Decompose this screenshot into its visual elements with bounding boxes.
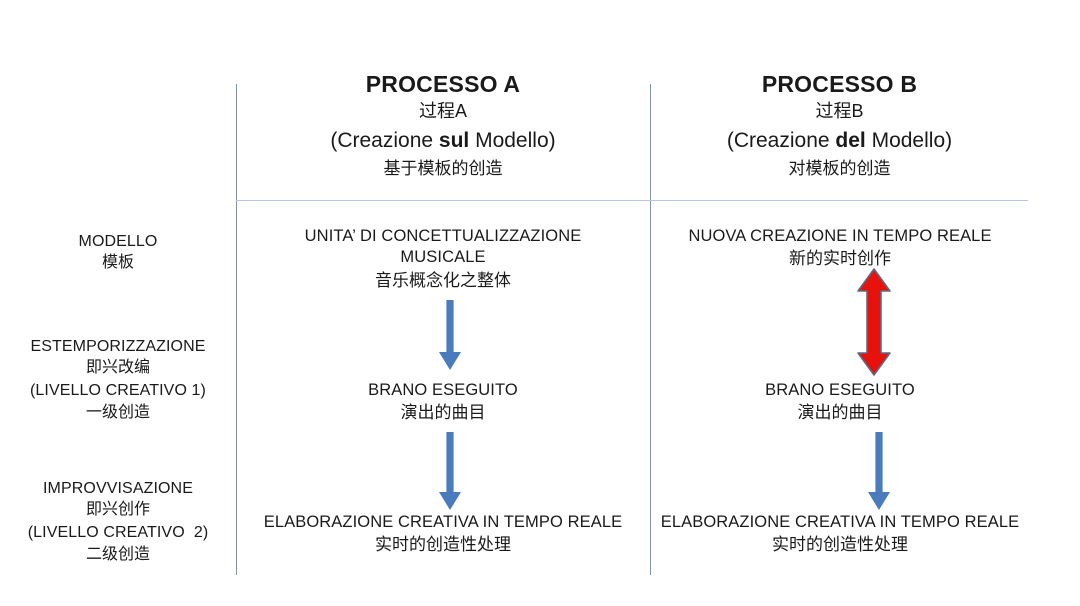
sidebar-label-livello-creativo-2: (LIVELLO CREATIVO 2) xyxy=(27,524,209,541)
processo-a-title: PROCESSO A xyxy=(365,71,521,97)
a-arrow-2-down-arrow-icon xyxy=(439,432,461,510)
processo-a-subtitle-bold: sul xyxy=(438,129,470,152)
processo-b-title-cn: 过程B xyxy=(815,101,864,121)
horizontal-divider-header xyxy=(236,200,1028,201)
a-node-2-label: BRANO ESEGUITO xyxy=(368,381,518,399)
a-node-1-label: UNITA’ DI CONCETTUALIZZAZIONE MUSICALE xyxy=(304,227,582,266)
processo-a-subtitle-suffix: Modello xyxy=(469,129,549,152)
sidebar-label-livello-creativo-1-cn: 一级创造 xyxy=(85,404,150,421)
b-node-3-label-cn: 实时的创造性处理 xyxy=(772,535,908,554)
processo-b-subtitle-bold: del xyxy=(835,129,866,152)
a-node-3-label: ELABORAZIONE CREATIVA IN TEMPO REALE xyxy=(263,513,623,531)
b-node-3-label: ELABORAZIONE CREATIVA IN TEMPO REALE xyxy=(660,513,1020,531)
a-node-1-label-cn: 音乐概念化之整体 xyxy=(375,271,511,290)
processo-a-subtitle-cn: 基于模板的创造 xyxy=(383,159,503,178)
a-arrow-1-down-arrow-icon xyxy=(439,300,461,370)
processo-a-subtitle-close: ) xyxy=(548,129,556,152)
b-arrow-1-bidirectional-arrow-icon xyxy=(857,268,891,376)
sidebar-label-improvvisazione-cn: 即兴创作 xyxy=(85,501,150,518)
processo-b-subtitle: (Creazione del Modello) xyxy=(651,128,1028,154)
processo-b-subtitle-cn: 对模板的创造 xyxy=(788,159,891,178)
sidebar-label-modello: MODELLO xyxy=(78,233,158,250)
b-arrow-2-down-arrow-icon xyxy=(868,432,890,510)
sidebar-label-livello-creativo-2-cn: 二级创造 xyxy=(85,546,150,563)
sidebar-label-estemporizzazione-cn: 即兴改编 xyxy=(85,359,150,376)
processo-a-subtitle-prefix: (Creazione xyxy=(330,129,439,152)
processo-b-subtitle-prefix: (Creazione xyxy=(726,129,836,152)
processo-b-title: PROCESSO B xyxy=(761,71,918,97)
vertical-divider-left xyxy=(236,84,237,575)
a-node-2-label-cn: 演出的曲目 xyxy=(400,403,486,422)
sidebar-label-estemporizzazione: ESTEMPORIZZAZIONE xyxy=(30,338,206,355)
processo-b-subtitle-suffix: Modello xyxy=(865,129,946,152)
processo-a-title-cn: 过程A xyxy=(418,101,467,121)
a-node-3-label-cn: 实时的创造性处理 xyxy=(375,535,511,554)
processo-b-subtitle-close: ) xyxy=(945,129,953,152)
b-node-1-label-cn: 新的实时创作 xyxy=(789,249,891,268)
sidebar-label-improvvisazione: IMPROVVISAZIONE xyxy=(43,480,193,497)
vertical-divider-middle xyxy=(650,84,651,575)
b-node-2-label-cn: 演出的曲目 xyxy=(797,403,883,422)
processo-a-subtitle: (Creazione sul Modello) xyxy=(236,128,650,154)
sidebar-label-modello-cn: 模板 xyxy=(101,254,134,271)
b-node-2-label: BRANO ESEGUITO xyxy=(765,381,915,399)
sidebar-label-livello-creativo-1: (LIVELLO CREATIVO 1) xyxy=(30,382,206,399)
b-node-1-label: NUOVA CREAZIONE IN TEMPO REALE xyxy=(688,227,992,245)
